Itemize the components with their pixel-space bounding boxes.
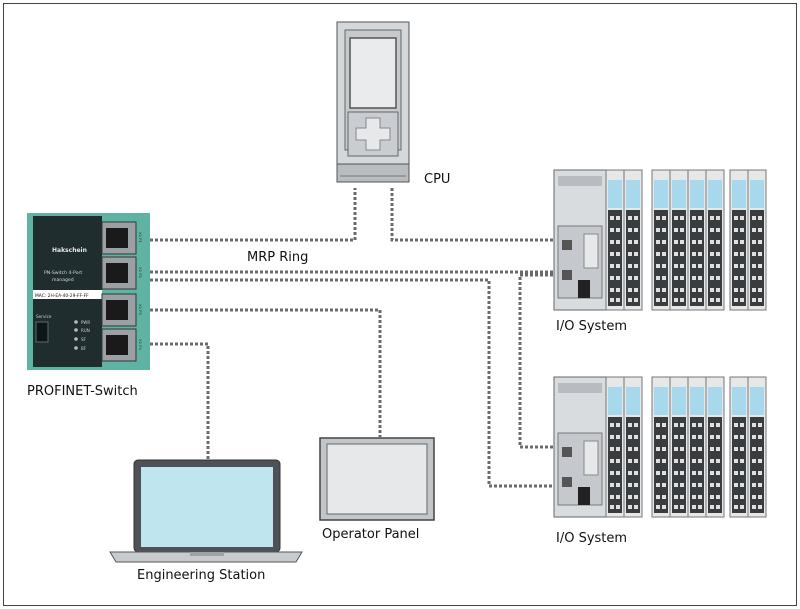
switch-brand-text: Hakschein	[52, 247, 87, 254]
cpu-label: CPU	[424, 172, 451, 187]
io-system-2-device	[553, 376, 767, 518]
cable-switch-to-engineering-station	[150, 342, 210, 460]
io-system-1-device	[553, 169, 767, 311]
switch-port-label-4: X1 P4	[138, 339, 143, 351]
cable-io1-to-io2	[518, 273, 553, 449]
cables	[150, 188, 553, 488]
operator-panel-label: Operator Panel	[322, 527, 420, 542]
switch-model-text-2: managed	[52, 277, 74, 283]
cpu-device	[336, 21, 410, 183]
cpu-display	[349, 37, 397, 109]
switch-port-label-1: X1 P1	[138, 232, 143, 244]
profinet-switch-device	[27, 213, 150, 370]
profinet-switch-label: PROFINET-Switch	[27, 384, 138, 399]
mrp-ring-label: MRP Ring	[247, 250, 309, 265]
switch-port-label-3: X1 P3	[138, 304, 143, 316]
engineering-station-device	[109, 459, 303, 563]
switch-ports	[101, 221, 137, 362]
switch-mac-text: MAC: 2H-EA-40-29-FF-FF	[35, 293, 89, 299]
laptop-screen	[141, 467, 273, 547]
operator-panel-device	[319, 437, 435, 521]
switch-led-bf: BF	[81, 346, 87, 351]
switch-led-sf: SF	[81, 337, 87, 342]
io-system-1-label: I/O System	[556, 319, 628, 334]
engineering-station-label: Engineering Station	[137, 568, 266, 583]
switch-model-text-1: PN-Switch 4-Port	[44, 270, 82, 276]
switch-port-label-2: X1 P2	[138, 267, 143, 279]
diagram-border	[3, 3, 797, 606]
switch-mac-strip	[33, 290, 102, 299]
switch-led-pwr: PWR	[81, 320, 90, 325]
cable-cpu-to-io1	[390, 188, 553, 242]
cable-switch-to-io2	[150, 278, 553, 488]
io-system-2-label: I/O System	[556, 531, 628, 546]
switch-service-port	[35, 321, 49, 343]
switch-led-run: RUN	[81, 328, 90, 333]
cable-switch-to-operator-panel	[150, 308, 382, 437]
cable-switch-to-cpu	[150, 188, 357, 242]
switch-service-text: Service	[36, 314, 52, 319]
